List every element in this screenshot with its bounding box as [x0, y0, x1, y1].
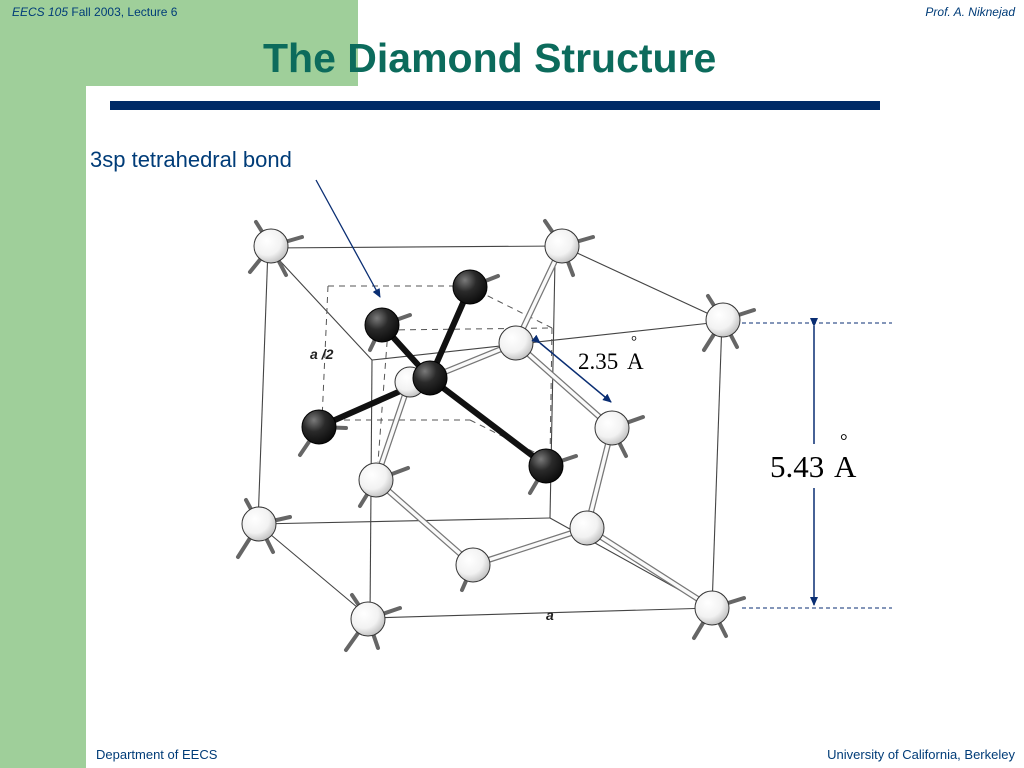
half-cell-label: a /2	[310, 346, 334, 362]
atom	[569, 510, 605, 546]
bond-length-arrow	[531, 334, 612, 403]
atom	[253, 228, 289, 264]
atom	[455, 547, 491, 583]
caption-arrow	[315, 179, 381, 298]
lattice-constant-unit: A	[834, 449, 857, 484]
professor-name: Prof. A. Niknejad	[925, 5, 1015, 19]
atom-dark	[364, 307, 400, 343]
course-label: EECS 105 Fall 2003, Lecture 6	[12, 5, 177, 19]
header-band	[0, 0, 358, 86]
dimension-guides	[742, 322, 892, 609]
slide-title: The Diamond Structure	[263, 35, 717, 81]
atom	[705, 302, 741, 338]
atom	[544, 228, 580, 264]
atom	[594, 410, 630, 446]
title-rule	[110, 101, 880, 110]
atom	[694, 590, 730, 626]
course-code: EECS 105	[12, 5, 69, 19]
department-footer: Department of EECS	[96, 747, 218, 762]
lattice-constant-value: 5.43	[770, 449, 824, 484]
course-rest: Fall 2003, Lecture 6	[68, 5, 178, 19]
atom	[350, 601, 386, 637]
atom-dark	[301, 409, 337, 445]
atom	[241, 506, 277, 542]
cell-label: a	[546, 607, 554, 623]
bond-length-value: 2.35	[578, 349, 618, 374]
bond-length-unit: A	[627, 349, 644, 374]
bond-caption: 3sp tetrahedral bond	[90, 147, 292, 172]
lattice-constant-ring: °	[840, 431, 848, 452]
bond-length-ring: °	[631, 334, 637, 350]
atom-dark	[452, 269, 488, 305]
atom-dark	[412, 360, 448, 396]
atom	[358, 462, 394, 498]
lattice-bonds	[373, 243, 715, 611]
tetrahedral-atoms	[301, 269, 564, 484]
university-footer: University of California, Berkeley	[827, 747, 1015, 762]
sidebar-panel	[0, 0, 86, 768]
atom	[498, 325, 534, 361]
atom-dark	[528, 448, 564, 484]
